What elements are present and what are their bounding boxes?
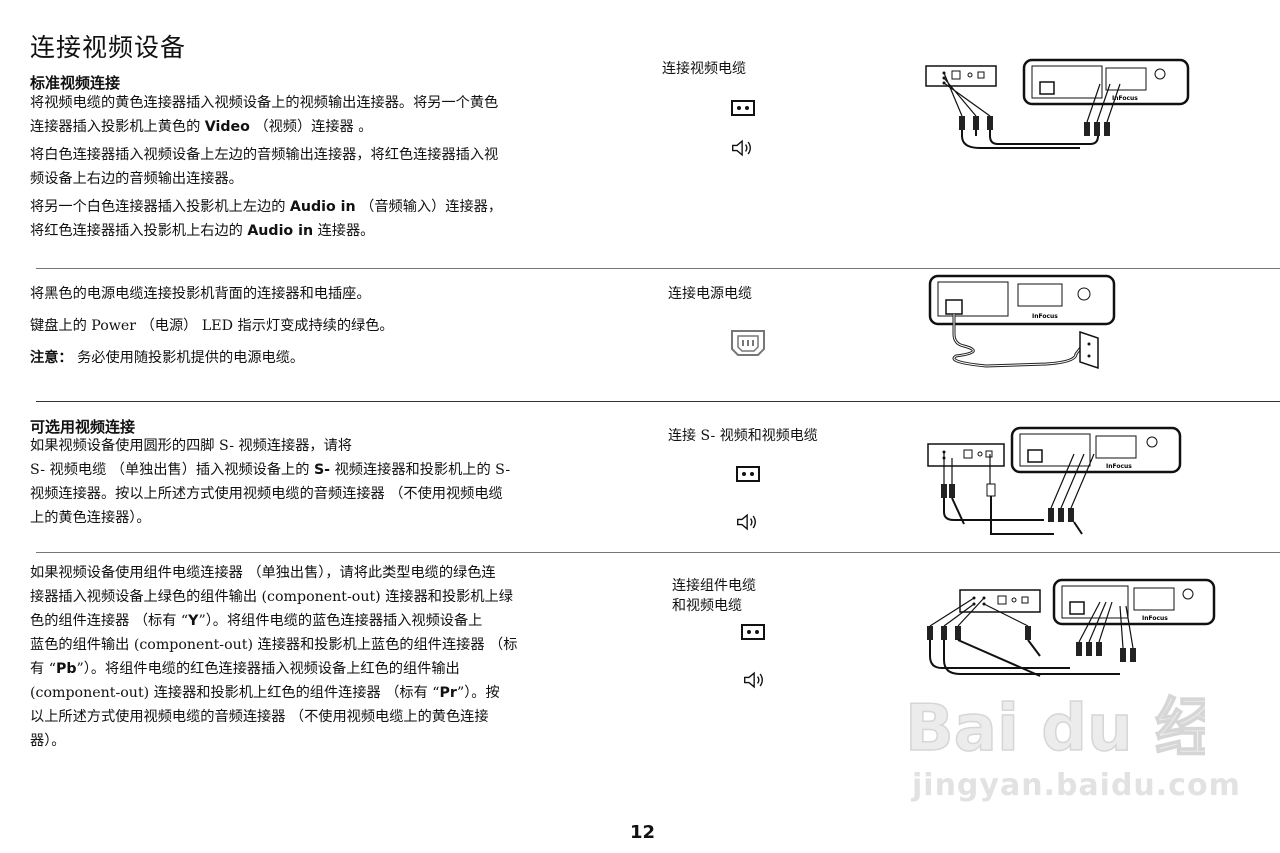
text-line: 有 “Pb”）。将组件电缆的红色连接器插入视频设备上红色的组件输出 bbox=[30, 657, 517, 681]
text-line: 接器插入视频设备上绿色的组件输出 (component-out) 连接器和投影机… bbox=[30, 589, 513, 605]
text-span: ”）。将组件电缆的红色连接器插入视频设备上红色的组件输出 bbox=[76, 661, 460, 677]
text-line: 如果视频设备使用组件电缆连接器 （单独出售），请将此类型电缆的绿色连 bbox=[30, 565, 496, 581]
projector-rear bbox=[928, 274, 1116, 326]
text-line: 视频连接器。按以上所述方式使用视频电缆的音频连接器 （不使用视频电缆 bbox=[30, 486, 503, 502]
text-line: 将白色连接器插入视频设备上左边的音频输出连接器，将红色连接器插入视 bbox=[30, 147, 499, 163]
section-divider bbox=[36, 268, 1280, 269]
wall-outlet bbox=[1079, 330, 1099, 370]
text-line: 连接器插入投影机上黄色的 Video （视频）连接器 。 bbox=[30, 115, 502, 139]
caption-line: 和视频电缆 bbox=[672, 598, 742, 614]
text-span: ”）。按 bbox=[456, 685, 500, 701]
text-line: 如果视频设备使用圆形的四脚 S- 视频连接器，请将 bbox=[30, 438, 352, 454]
text-span: 色的组件连接器 （标有 “ bbox=[30, 613, 189, 629]
watermark-url: jingyan.baidu.com bbox=[912, 768, 1241, 803]
text-line: 以上所述方式使用视频电缆的音频连接器 （不使用视频电缆上的黄色连接 bbox=[30, 709, 489, 725]
text-span: 视频连接器和投影机上的 S- bbox=[330, 462, 511, 478]
text-line: 将视频电缆的黄色连接器插入视频设备上的视频输出连接器。将另一个黄色 bbox=[30, 95, 499, 111]
text-line: 频设备上右边的音频输出连接器。 bbox=[30, 171, 243, 187]
audio-in-label: Audio in bbox=[289, 199, 356, 215]
y-label: Y bbox=[188, 613, 199, 629]
projector-brand-label: InFocus bbox=[1106, 463, 1132, 470]
svideo-cable-connection-diagram: InFocus bbox=[927, 426, 1182, 535]
power-connector-icon bbox=[731, 330, 765, 356]
speaker-icon bbox=[732, 139, 751, 157]
caption-svideo-cable: 连接 S- 视频和视频电缆 bbox=[668, 428, 818, 444]
text-line: 器）。 bbox=[30, 733, 66, 749]
text-span: （视频）连接器 。 bbox=[249, 119, 373, 135]
caption-power-cable: 连接电源电缆 bbox=[668, 286, 752, 302]
section-divider bbox=[36, 401, 1280, 402]
projector-brand-label: InFocus bbox=[1112, 95, 1138, 102]
projector-brand-label: InFocus bbox=[1032, 313, 1058, 320]
text-line: (component-out) 连接器和投影机上红色的组件连接器 （标有 “Pr… bbox=[30, 681, 517, 705]
page-number: 12 bbox=[630, 822, 656, 843]
section-heading-optional-video: 可选用视频连接 bbox=[30, 418, 136, 436]
text-span: (component-out) 连接器和投影机上红色的组件连接器 （标有 “ bbox=[30, 685, 440, 701]
text-line: 将黑色的电源电缆连接投影机背面的连接器和电插座。 bbox=[30, 286, 371, 302]
text-line: 键盘上的 Power （电源） LED 指示灯变成持续的绿色。 bbox=[30, 318, 394, 334]
section-component-text: 如果视频设备使用组件电缆连接器 （单独出售），请将此类型电缆的绿色连 接器插入视… bbox=[30, 561, 517, 753]
component-cable-connection-diagram: InFocus bbox=[927, 578, 1216, 677]
pb-label: Pb bbox=[55, 661, 77, 677]
baidu-jingyan-watermark-logo: Bai du 经验 bbox=[905, 691, 1205, 764]
caption-line: 连接组件电缆 bbox=[672, 578, 756, 594]
text-line: S- 视频电缆 （单独出售）插入视频设备上的 S- 视频连接器和投影机上的 S- bbox=[30, 458, 510, 482]
text-span: 将红色连接器插入投影机上右边的 bbox=[30, 223, 248, 239]
text-line: 上的黄色连接器）。 bbox=[30, 510, 151, 526]
text-span: 连接器插入投影机上黄色的 bbox=[30, 119, 205, 135]
svideo-label: S- bbox=[313, 462, 331, 478]
text-line: 注意： 务必使用随投影机提供的电源电缆。 bbox=[30, 346, 394, 370]
text-line: 蓝色的组件输出 (component-out) 连接器和投影机上蓝色的组件连接器… bbox=[30, 637, 518, 653]
text-line: 将红色连接器插入投影机上右边的 Audio in 连接器。 bbox=[30, 219, 502, 243]
video-connector-icon bbox=[731, 100, 755, 116]
audio-in-label: Audio in bbox=[247, 223, 314, 239]
section-power-text: 将黑色的电源电缆连接投影机背面的连接器和电插座。 键盘上的 Power （电源）… bbox=[30, 282, 394, 370]
text-span: 连接器。 bbox=[313, 223, 375, 239]
text-span: 将另一个白色连接器插入投影机上左边的 bbox=[30, 199, 290, 215]
section-standard-video-text: 将视频电缆的黄色连接器插入视频设备上的视频输出连接器。将另一个黄色 连接器插入投… bbox=[30, 91, 502, 243]
note-text: 务必使用随投影机提供的电源电缆。 bbox=[72, 350, 305, 366]
video-device bbox=[925, 65, 997, 87]
watermark-logo-text: Bai du 经验 bbox=[905, 692, 1205, 764]
text-line: 色的组件连接器 （标有 “Y”）。将组件电缆的蓝色连接器插入视频设备上 bbox=[30, 609, 517, 633]
video-cable-connection-diagram: InFocus bbox=[925, 58, 1190, 149]
video-connector-label: Video bbox=[204, 119, 250, 135]
text-line: 将另一个白色连接器插入投影机上左边的 Audio in （音频输入）连接器， bbox=[30, 195, 502, 219]
text-span: S- 视频电缆 （单独出售）插入视频设备上的 bbox=[30, 462, 314, 478]
speaker-icon bbox=[744, 671, 763, 689]
note-label: 注意： bbox=[30, 350, 73, 366]
power-cable-connection-diagram: InFocus bbox=[928, 274, 1116, 370]
caption-video-cable: 连接视频电缆 bbox=[662, 61, 746, 77]
video-connector-icon bbox=[741, 624, 765, 640]
text-span: ”）。将组件电缆的蓝色连接器插入视频设备上 bbox=[198, 613, 483, 629]
section-svideo-text: 如果视频设备使用圆形的四脚 S- 视频连接器，请将 S- 视频电缆 （单独出售）… bbox=[30, 434, 510, 530]
page-title: 连接视频设备 bbox=[30, 33, 187, 62]
text-span: 有 “ bbox=[30, 661, 56, 677]
video-device bbox=[927, 443, 1005, 467]
speaker-icon bbox=[737, 513, 756, 531]
section-heading-standard-video: 标准视频连接 bbox=[30, 74, 121, 92]
text-span: （音频输入）连接器， bbox=[355, 199, 503, 215]
caption-component-cable: 连接组件电缆 和视频电缆 bbox=[672, 576, 756, 616]
section-divider bbox=[36, 552, 1280, 553]
pr-label: Pr bbox=[439, 685, 457, 701]
projector-brand-label: InFocus bbox=[1142, 615, 1168, 622]
video-connector-icon bbox=[736, 466, 760, 482]
